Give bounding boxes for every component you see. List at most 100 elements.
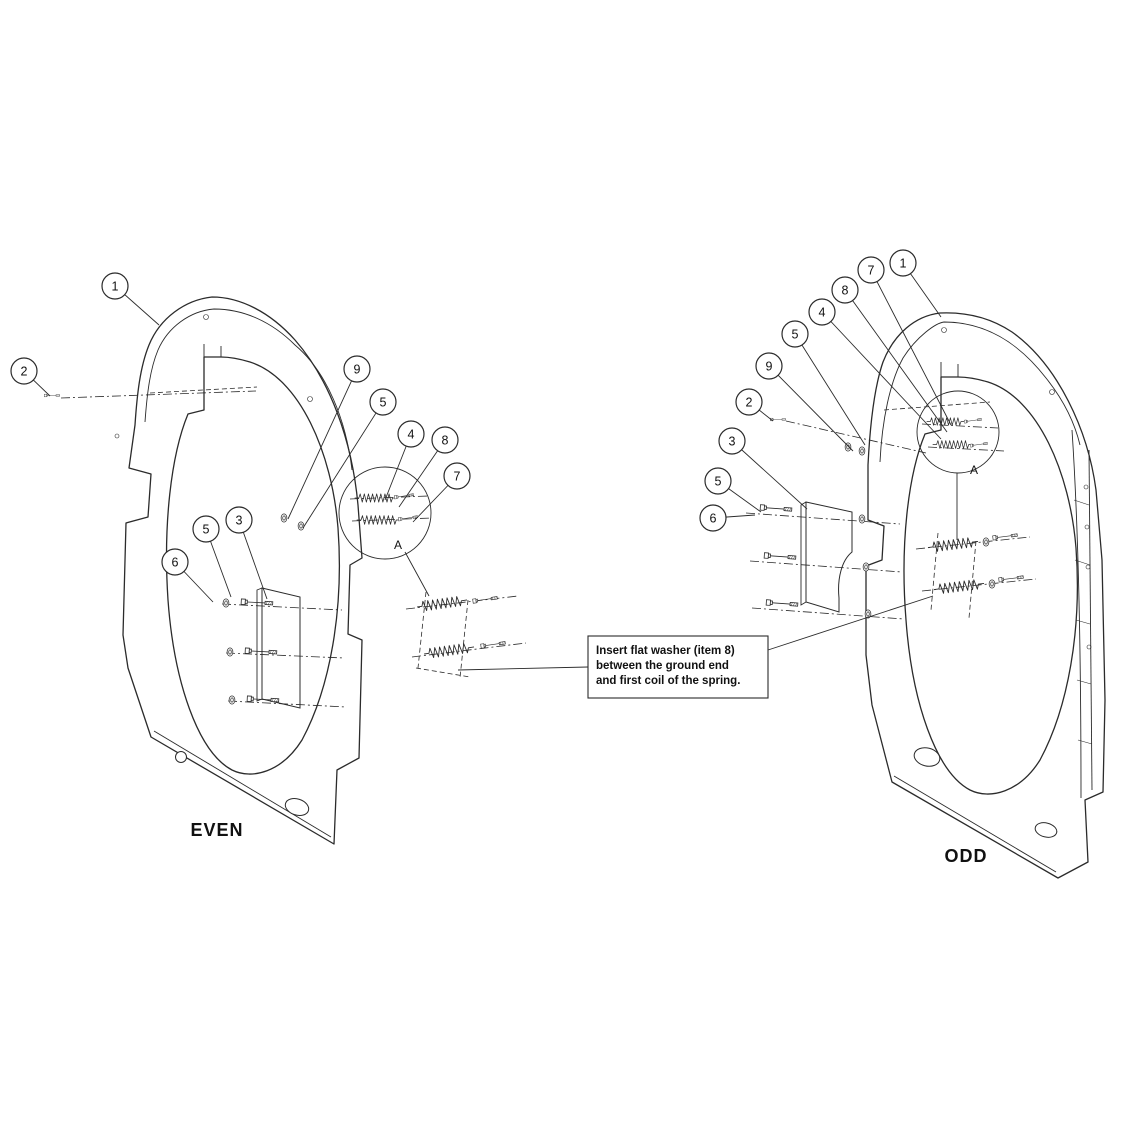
note-box: Insert flat washer (item 8) between the … [457,595,934,699]
odd-spring-projection-lines [930,532,977,619]
odd-bolt-row1 [759,504,793,513]
even-washer-row2 [226,647,234,657]
item2-centerline-odd [785,420,927,454]
odd-spring-assemblies [915,532,1037,619]
callout-odd-2: 2 [735,388,774,422]
odd-flange-inner-2 [1088,449,1093,791]
even-panel [114,296,363,845]
callout-number: 1 [900,257,907,271]
odd-washer-row2 [862,562,870,572]
odd-washer-row1 [858,514,866,524]
callout-balloon [699,504,727,532]
note-line-3: and first coil of the spring. [596,675,740,687]
callout-balloon [431,426,459,454]
odd-label: ODD [945,846,988,866]
callout-even-9: 9 [287,355,371,520]
even-bottom-thickness [153,730,332,838]
even-detail-circle [338,466,432,560]
callout-number: 6 [710,512,717,526]
callout-odd-5a: 5 [781,320,866,446]
odd-bolt-row1-centerline [745,512,901,525]
leader-line [731,440,808,510]
odd-hole-oval-1 [913,747,941,767]
even-spring1-bolt [472,595,498,604]
even-washer-row1 [222,598,230,608]
even-spring-assemblies [405,591,527,679]
callout-odd-7: 7 [857,256,952,426]
callout-number: 5 [203,523,210,537]
even-washer-upper-2 [297,521,305,531]
even-pilot-hole-top [203,314,209,320]
even-panel-notch-lines [203,344,222,357]
even-detail-a: A [338,466,433,597]
even-bolt-row2-centerline [225,652,345,659]
odd-hidden-line [883,401,991,411]
callout-number: 6 [172,556,179,570]
odd-flange-hole-3 [1085,564,1091,570]
callout-odd-5b: 5 [704,467,762,513]
odd-spring1-centerline [915,536,1031,550]
item2-bolt-even [44,393,60,398]
note-leader-left [457,666,589,671]
even-pilot-hole-right [307,396,313,402]
leader-line [821,311,942,440]
callout-even-5a: 5 [302,388,397,529]
even-callouts: 1 2 9 5 4 8 7 [10,272,471,603]
callout-odd-1: 1 [889,249,942,318]
even-label: EVEN [190,820,243,840]
callout-odd-9: 9 [755,352,854,452]
odd-callouts: 1 7 8 4 5 9 2 [699,249,952,532]
even-bolt-row1-centerline [221,603,343,611]
even-washer-upper-1 [280,513,288,523]
callout-balloon [735,388,763,416]
callout-number: 1 [112,280,119,294]
callout-balloon [443,462,471,490]
callout-balloon [161,548,189,576]
leader-line [238,519,268,600]
even-washer-row3 [228,695,236,705]
even-spring2-centerline [411,642,527,658]
odd-pilot-hole-top [941,327,947,333]
even-bracket [261,587,301,709]
odd-spring2-washer [988,579,996,589]
odd-pilot-hole-right [1049,389,1055,395]
callout-number: 9 [354,363,361,377]
odd-bracket-thickness [800,501,807,606]
odd-bolt-row2 [763,552,797,561]
callout-balloon [343,355,371,383]
callout-number: 5 [715,475,722,489]
callout-number: 7 [868,264,875,278]
even-detail-bolt-1 [393,492,415,500]
odd-detail-centerline-2 [927,446,1005,452]
even-panel-inner-edge [144,308,353,471]
even-hole-oval [284,798,310,816]
callout-number: 8 [442,434,449,448]
leader-line [870,269,952,426]
callout-odd-3: 3 [718,427,808,510]
callout-balloon [10,357,38,385]
callout-balloon [397,420,425,448]
odd-panel-inner-edge [879,321,1081,463]
callout-balloon [718,427,746,455]
callout-odd-4: 4 [808,298,942,440]
leader-line [844,289,948,433]
odd-flange-hole-1 [1083,484,1089,490]
item2-centerline-even [60,390,257,399]
odd-panel-notch-lines [940,362,959,377]
odd-hole-oval-2 [1034,822,1058,838]
odd-hardware [745,417,927,620]
odd-flange-hatch [1073,499,1093,745]
leader-line [768,365,854,452]
callout-even-1: 1 [101,272,160,326]
note-rect [587,635,769,699]
even-hole-small [175,751,187,763]
odd-detail-label: A [970,463,978,477]
odd-flange-inner-1 [1071,429,1082,799]
callout-even-5b: 5 [192,515,232,598]
callout-balloon [889,249,917,277]
even-detail-spring-2 [356,515,402,525]
leader-line [794,333,866,446]
callout-number: 4 [408,428,415,442]
